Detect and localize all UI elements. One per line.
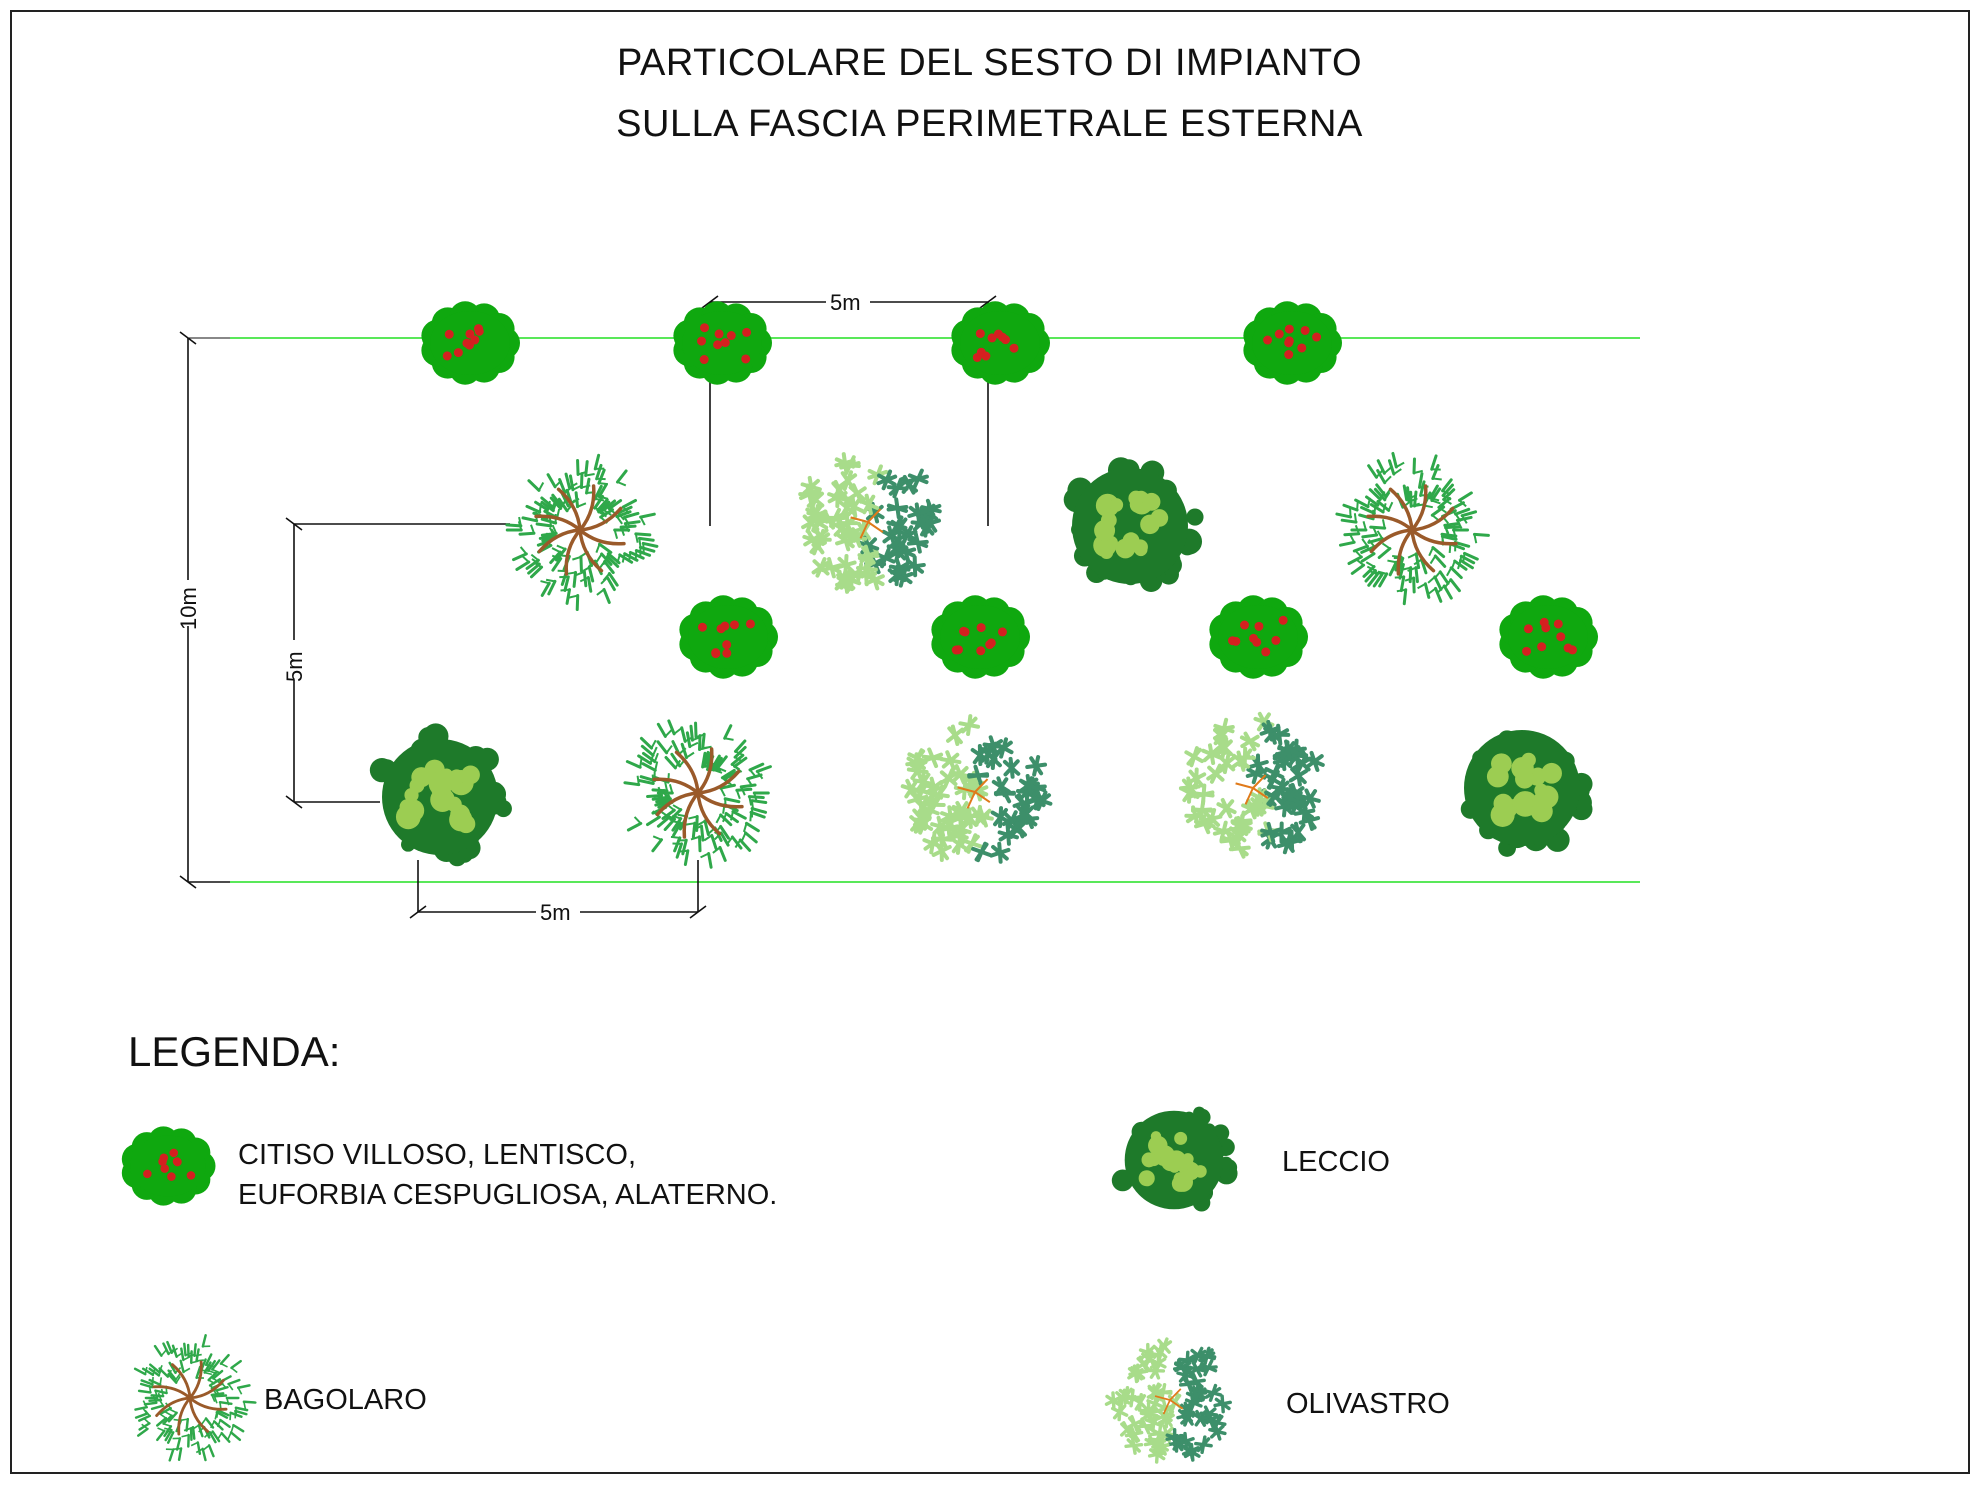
dimension-row-5m-label: 5m — [282, 651, 307, 682]
shrub-icon — [421, 301, 520, 384]
dimension-bottom-5m-label: 5m — [540, 900, 571, 925]
bagolaro-tree-icon — [1337, 453, 1489, 603]
leccio-tree-icon — [370, 723, 512, 866]
bagolaro-tree-icon — [135, 1335, 255, 1460]
leccio-tree-icon — [1112, 1107, 1238, 1212]
sheet-frame — [11, 11, 1969, 1473]
olivastro-tree-icon — [1107, 1339, 1231, 1462]
shrub-icon — [931, 595, 1030, 678]
dimension-top-5m-label: 5m — [830, 290, 861, 315]
bagolaro-tree-icon — [507, 455, 657, 609]
legend-shrubs-label-line-2: EUFORBIA CESPUGLIOSA, ALATERNO. — [238, 1175, 777, 1215]
legend-bagolaro-label: BAGOLARO — [264, 1380, 427, 1420]
drawing-title-line-2: SULLA FASCIA PERIMETRALE ESTERNA — [0, 103, 1979, 146]
dimension-10m-label: 10m — [176, 587, 201, 630]
shrub-icon — [951, 301, 1050, 384]
drawing-title-line-1: PARTICOLARE DEL SESTO DI IMPIANTO — [0, 42, 1979, 85]
planting-layout — [370, 301, 1598, 867]
shrub-icon — [1243, 301, 1342, 384]
olivastro-tree-icon — [903, 716, 1051, 862]
shrub-icon — [1499, 595, 1598, 678]
shrub-icon — [673, 301, 772, 384]
shrub-icon — [1209, 595, 1308, 678]
olivastro-tree-icon — [1181, 714, 1323, 857]
shrub-icon — [122, 1126, 216, 1205]
legend-heading: LEGENDA: — [128, 1028, 340, 1076]
shrub-icon — [679, 595, 778, 678]
leccio-tree-icon — [1461, 730, 1593, 857]
legend-shrubs-label-line-1: CITISO VILLOSO, LENTISCO, — [238, 1135, 636, 1175]
legend-leccio-label: LECCIO — [1282, 1142, 1390, 1182]
olivastro-tree-icon — [800, 454, 940, 592]
bagolaro-tree-icon — [625, 721, 771, 867]
leccio-tree-icon — [1064, 457, 1204, 592]
legend-olivastro-label: OLIVASTRO — [1286, 1384, 1450, 1424]
